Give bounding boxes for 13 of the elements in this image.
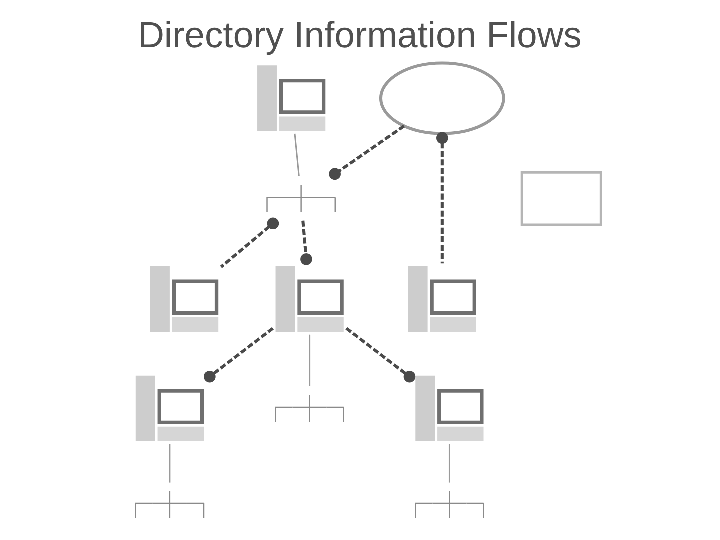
connector	[169, 444, 171, 483]
connector	[220, 218, 280, 268]
connector	[300, 220, 312, 266]
node-ellipse	[379, 62, 506, 136]
connector	[346, 327, 416, 383]
connector	[329, 124, 406, 180]
connector	[294, 134, 300, 176]
connector	[204, 327, 274, 383]
diagram-title: Directory Information Flows	[138, 14, 582, 56]
connector	[448, 444, 450, 483]
connector	[436, 132, 448, 264]
node-box	[520, 171, 602, 226]
connector	[309, 334, 311, 386]
